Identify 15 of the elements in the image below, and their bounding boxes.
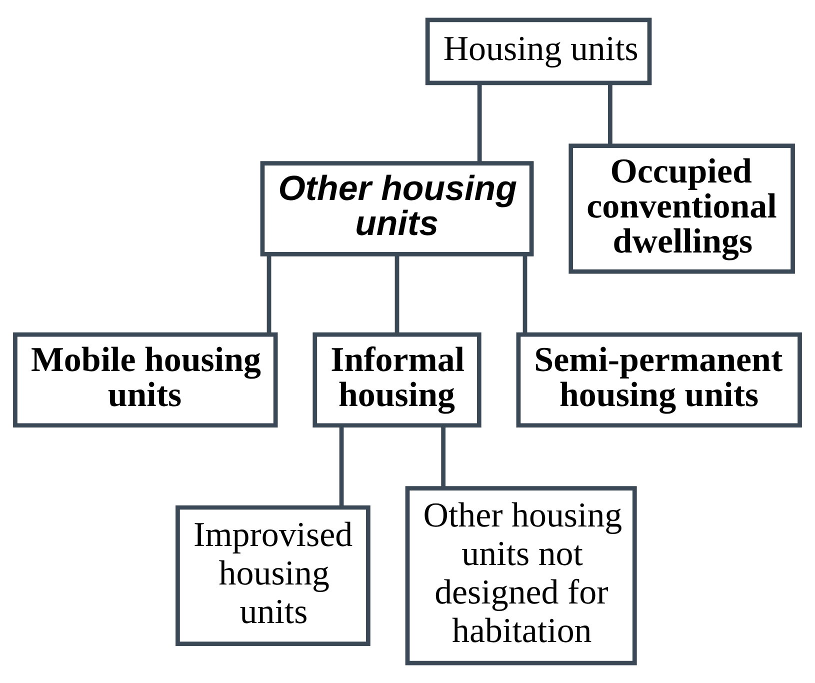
node-box: Mobile housing units: [13, 332, 278, 428]
node-box: Housing units: [425, 18, 652, 86]
connector: [608, 83, 612, 146]
node-box: Informal housing: [312, 332, 482, 428]
node-box: Semi-permanent housing units: [516, 332, 802, 428]
node-box: Improvised housing units: [176, 505, 370, 646]
node-box: Other housing units: [260, 161, 534, 256]
connector: [394, 254, 400, 334]
connector: [477, 83, 482, 164]
node-box: Occupied conventional dwellings: [568, 144, 795, 274]
connector: [522, 254, 528, 334]
connector: [441, 426, 446, 488]
node-box: Other housing units not designed for habitation: [405, 486, 637, 666]
connector: [339, 426, 344, 508]
connector: [266, 254, 272, 334]
